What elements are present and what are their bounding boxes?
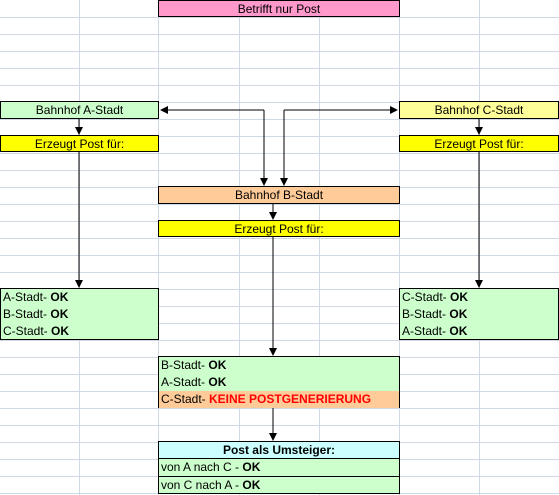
list-item-alert: C-Stadt- KEINE POSTGENERIERUNG xyxy=(159,391,399,408)
list-item: A-Stadt- OK xyxy=(161,375,227,389)
grid-row-line xyxy=(0,238,559,239)
grid-row-line xyxy=(0,153,559,154)
grid-row-line xyxy=(0,119,559,120)
transfer-header: Post als Umsteiger: xyxy=(158,441,400,459)
list-item: A-Stadt- OK xyxy=(402,324,468,338)
grid-row-line xyxy=(0,34,559,35)
grid-col-line xyxy=(319,0,320,495)
list-item: C-Stadt- OK xyxy=(402,290,469,304)
grid-col-line xyxy=(239,0,240,495)
list-item: von A nach C - OK xyxy=(159,459,399,477)
list-item: B-Stadt- OK xyxy=(161,358,227,372)
grid-row-line xyxy=(0,85,559,86)
grid-row-line xyxy=(0,340,559,341)
station-b-produces: Erzeugt Post für: xyxy=(158,220,400,237)
grid-row-line xyxy=(0,255,559,256)
station-c-produces: Erzeugt Post für: xyxy=(399,135,559,152)
station-b-list: B-Stadt- OK A-Stadt- OK C-Stadt- KEINE P… xyxy=(158,356,400,408)
grid-col-line xyxy=(479,0,480,495)
grid-row-line xyxy=(0,272,559,273)
grid-row-line xyxy=(0,306,559,307)
list-item: von C nach A - OK xyxy=(161,478,261,492)
grid-row-line xyxy=(0,204,559,205)
station-a-list: A-Stadt- OK B-Stadt- OK C-Stadt- OK xyxy=(0,288,159,340)
grid-row-line xyxy=(0,68,559,69)
grid-row-line xyxy=(0,170,559,171)
grid-row-line xyxy=(0,323,559,324)
list-item: C-Stadt- OK xyxy=(3,324,70,338)
list-item: B-Stadt- OK xyxy=(402,307,468,321)
title-cell: Betrifft nur Post xyxy=(158,0,400,17)
grid-row-line xyxy=(0,102,559,103)
grid-row-line xyxy=(0,17,559,18)
transfer-list: von A nach C - OK von C nach A - OK xyxy=(158,458,400,494)
grid-row-line xyxy=(0,425,559,426)
station-c-list: C-Stadt- OK B-Stadt- OK A-Stadt- OK xyxy=(399,288,559,340)
station-b-name: Bahnhof B-Stadt xyxy=(158,186,400,204)
grid-col-line xyxy=(79,0,80,495)
grid-row-line xyxy=(0,136,559,137)
grid-col-line xyxy=(158,0,159,495)
station-c-name: Bahnhof C-Stadt xyxy=(399,101,559,119)
grid-row-line xyxy=(0,289,559,290)
grid-row-line xyxy=(0,51,559,52)
list-item: A-Stadt- OK xyxy=(3,290,69,304)
list-item: B-Stadt- OK xyxy=(3,307,69,321)
station-a-produces: Erzeugt Post für: xyxy=(0,135,159,152)
grid-col-line xyxy=(399,0,400,495)
grid-row-line xyxy=(0,408,559,409)
station-a-name: Bahnhof A-Stadt xyxy=(0,101,159,119)
